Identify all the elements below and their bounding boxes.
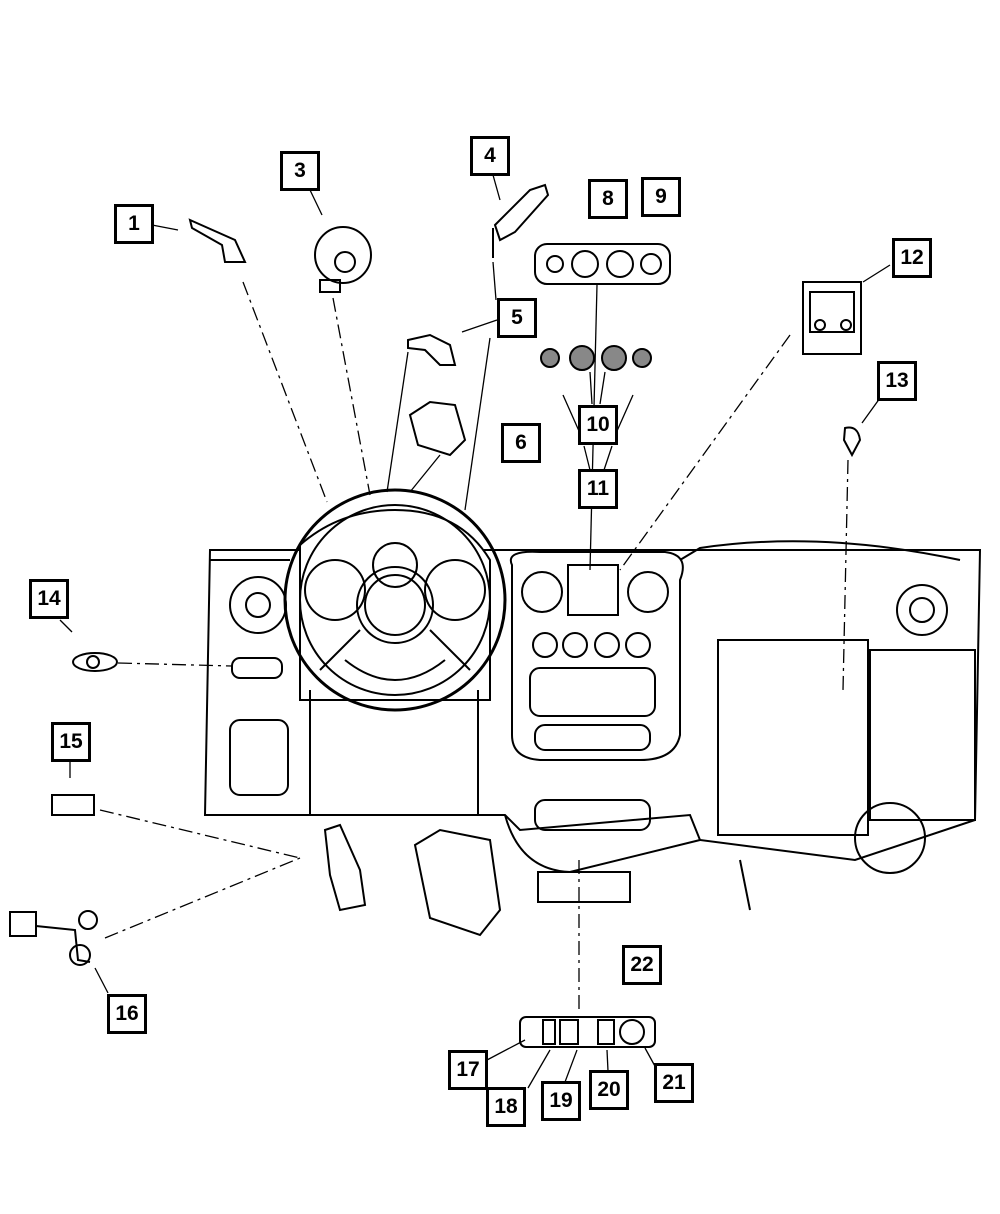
leader-lines [99,281,849,1012]
callout-11: 11 [578,469,618,509]
callout-22: 22 [622,945,662,985]
part-5-switch [407,333,457,366]
callout-15: 15 [51,722,91,762]
callout-21: 21 [654,1063,694,1103]
part-17-21-switch-bank [519,1016,656,1048]
callout-18: 18 [486,1087,526,1127]
callout-3: 3 [280,151,320,191]
callout-17: 17 [448,1050,488,1090]
callout-19: 19 [541,1081,581,1121]
part-12-control [802,281,862,355]
part-14-switch [72,652,118,672]
callout-4: 4 [470,136,510,176]
callout-5: 5 [497,298,537,338]
callout-12: 12 [892,238,932,278]
callout-14: 14 [29,579,69,619]
callout-10: 10 [578,405,618,445]
part-4-wiper-switch [492,183,550,258]
callout-1: 1 [114,204,154,244]
steering-wheel [283,488,507,815]
part-3-clockspring [314,226,372,293]
part-15-module [51,794,95,816]
instrument-panel [203,540,982,937]
part-10-knobs [540,345,652,371]
part-16-sensor [9,910,98,966]
callout-20: 20 [589,1070,629,1110]
part-6-bracket [408,400,467,457]
callout-13: 13 [877,361,917,401]
callout-9: 9 [641,177,681,217]
callout-6: 6 [501,423,541,463]
callout-8: 8 [588,179,628,219]
part-1-switch [188,218,247,263]
part-8-9-bezel [534,243,671,285]
callout-16: 16 [107,994,147,1034]
part-13-bulb [842,426,862,458]
